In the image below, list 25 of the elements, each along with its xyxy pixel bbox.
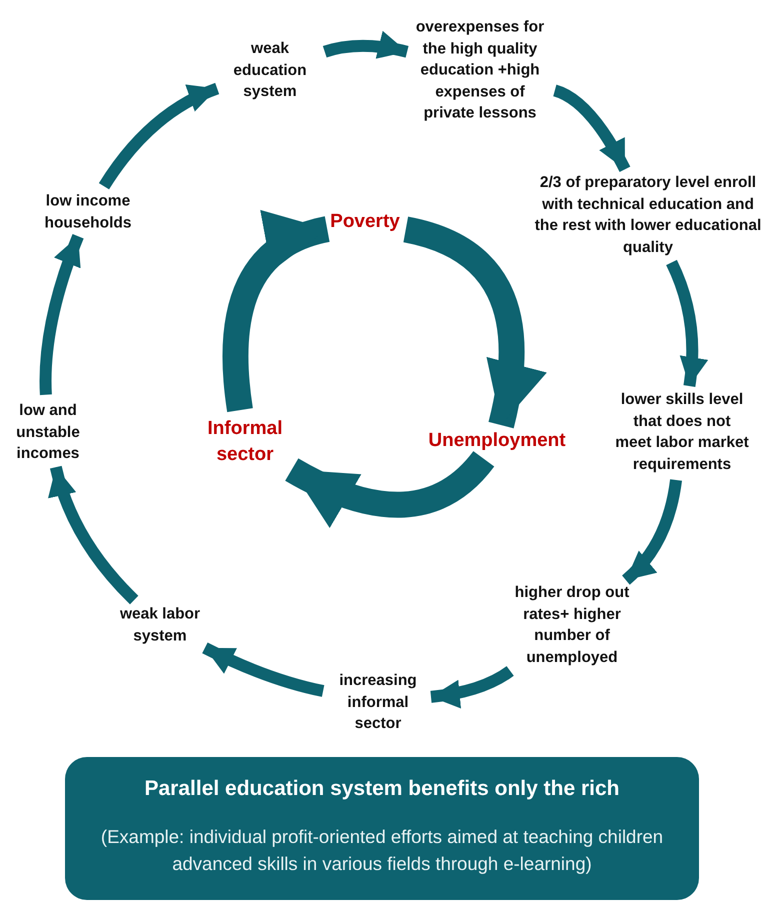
curved-arrow: [552, 84, 630, 172]
banner-title: Parallel education system benefits only the rich: [144, 777, 620, 801]
curved-arrow: [622, 479, 682, 585]
curved-arrow: [202, 642, 324, 697]
cause-label: low income households: [30, 190, 146, 234]
cause-label: overexpenses for the high quality education +high expenses of private lessons: [410, 16, 550, 124]
cause-label: weak labor system: [105, 604, 215, 646]
cause-label: lower skills level that does not meet labor market requirements: [614, 389, 750, 475]
cycle-stage-label: Poverty: [330, 209, 400, 235]
cause-label: 2/3 of preparatory level enroll with technical education and the rest with lower educational quality: [530, 172, 766, 258]
banner-note: (Example: individual profit-oriented efforts aimed at teaching children advanced skills in various fields through e-learning): [100, 825, 664, 876]
curved-arrow: [323, 31, 408, 60]
cause-label: increasing informal sector: [328, 670, 428, 734]
cause-label: higher drop out rates+ higher number of unemployed: [504, 582, 640, 668]
curved-arrow: [40, 234, 84, 395]
cycle-stage-label: Informal sector: [190, 416, 300, 468]
curved-arrow: [430, 666, 514, 708]
cause-label: low and unstable incomes: [6, 400, 90, 464]
summary-banner: [65, 757, 699, 900]
cycle-stage-label: Unemployment: [428, 428, 566, 454]
curved-arrow: [666, 260, 708, 387]
cause-label: weak education system: [220, 38, 320, 102]
curved-arrow: [98, 82, 220, 190]
curved-arrow: [48, 466, 138, 604]
curved-arrow: [402, 216, 546, 428]
